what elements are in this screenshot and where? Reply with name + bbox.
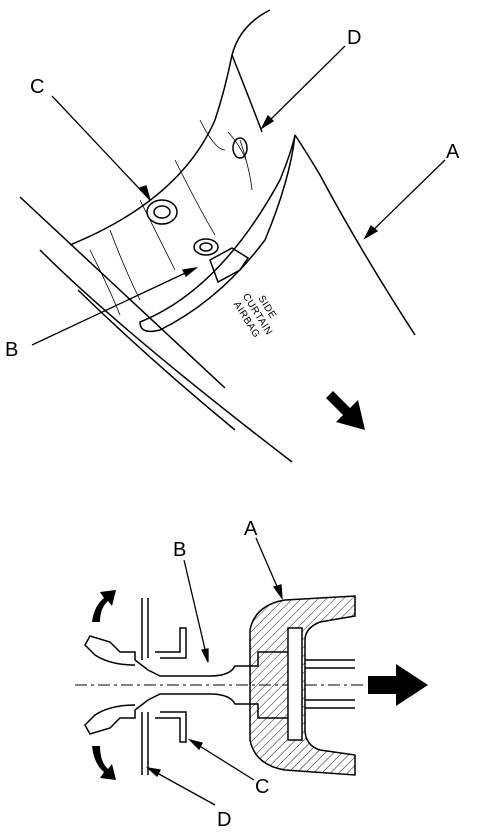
top-leaders [31,45,446,346]
thick-arrow-down-right-icon [326,391,365,430]
clip-stem [134,651,288,719]
bottom-label-B: B [173,539,186,561]
top-view-installed-clip [19,9,416,463]
top-label-A: A [446,141,460,163]
grommet-C-upper [155,627,187,659]
airbag-stamp: SIDE CURTAIN AIRBAG [231,292,278,340]
arrowhead [145,766,161,778]
trim-panel-A [294,134,416,336]
top-label-C: C [30,76,44,98]
clip-barb-lower [84,704,136,735]
arrowhead [182,266,199,278]
pillar-inner-line [77,289,236,431]
pillar-lower-line [39,249,293,463]
bottom-leaders [145,537,283,806]
body-panel-lower [141,712,149,775]
clip-body [209,247,250,284]
airbag-tube-edge [231,54,263,133]
grommet-C-lower [155,711,187,743]
body-panel-upper [141,598,149,660]
pillar-edge-line [19,196,226,389]
arrowhead [187,738,203,751]
top-label-D: D [347,27,361,49]
bottom-label-D: D [217,809,231,831]
clip-barb-upper [84,635,136,666]
bottom-view-cross-section [75,595,365,776]
thick-arrow-right-icon [368,664,428,706]
top-label-B: B [5,339,18,361]
arrowhead [363,224,379,240]
trim-panel-lip [139,134,296,333]
clip-hole-C [146,199,178,225]
arrowhead [272,584,283,601]
bottom-label-A: A [244,518,258,540]
clip-head [193,238,219,256]
bottom-label-C: C [255,776,269,798]
curved-arrow-down-icon [92,746,116,780]
curved-arrow-up-icon [92,590,116,622]
arrowhead [260,114,275,130]
clip-flange [287,627,303,741]
airbag-tube-outline [69,9,271,246]
arrowhead [138,185,151,201]
arrowhead [201,648,209,663]
